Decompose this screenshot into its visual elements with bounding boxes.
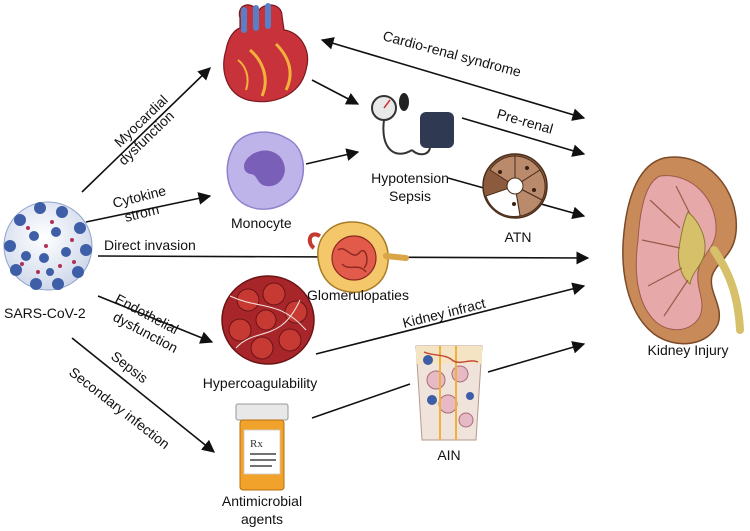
- glomerulopathies-label: Glomerulopaties: [307, 287, 409, 303]
- atn-label: ATN: [505, 229, 532, 245]
- arrow-antimicrobial-to-ain: [311, 383, 411, 419]
- edge-sepsis-1: Sepsis: [108, 348, 151, 386]
- arrow-cardio-renal: [320, 37, 586, 121]
- arrow-kidney-infract: [315, 282, 586, 355]
- arrow-sepsis: [71, 337, 215, 453]
- edge-pre-renal: Pre-renal: [495, 106, 555, 137]
- kidney-injury-label: Kidney Injury: [648, 342, 729, 358]
- hypotension-label: Hypotension: [371, 170, 449, 186]
- ain-tissue-icon: [415, 345, 483, 441]
- edge-kidney-infract: Kidney infract: [401, 295, 487, 331]
- bottle-label: Rx: [250, 438, 263, 450]
- arrow-endothelial: [97, 295, 214, 344]
- arrow-heart-to-hypotension: [311, 79, 360, 105]
- arrow-ain-to-kidney: [487, 341, 586, 373]
- atn-tubule-icon: [482, 153, 548, 219]
- virus-label: SARS-CoV-2: [4, 305, 86, 321]
- arrow-pre-renal: [461, 117, 586, 157]
- monocyte-label: Monocyte: [231, 215, 292, 231]
- antimicrobial-label-2: agents: [241, 511, 283, 527]
- glomerulus-icon: [307, 221, 409, 293]
- heart-icon: [223, 3, 309, 103]
- ain-label: AIN: [437, 447, 460, 463]
- virus-icon: [3, 201, 93, 291]
- pill-bottle-icon: Rx: [235, 403, 289, 491]
- sepsis-node-label: Sepsis: [389, 188, 431, 204]
- blood-pressure-icon: [371, 93, 454, 156]
- monocyte-icon: [226, 131, 305, 210]
- node-labels: SARS-CoV-2 Monocyte Hypotension Sepsis A…: [4, 170, 728, 527]
- kidney-icon: [622, 156, 744, 345]
- arrow-monocyte-to-hypotension: [305, 148, 360, 165]
- arrow-myocardial: [81, 67, 211, 193]
- hypercoagulability-label: Hypercoagulability: [203, 375, 317, 391]
- antimicrobial-label-1: Antimicrobial: [222, 493, 302, 509]
- edge-direct-invasion: Direct invasion: [104, 237, 196, 253]
- edge-cardio-renal: Cardio-renal syndrome: [381, 27, 523, 79]
- clot-icon: [221, 275, 315, 365]
- arrow-cytokine: [85, 192, 212, 223]
